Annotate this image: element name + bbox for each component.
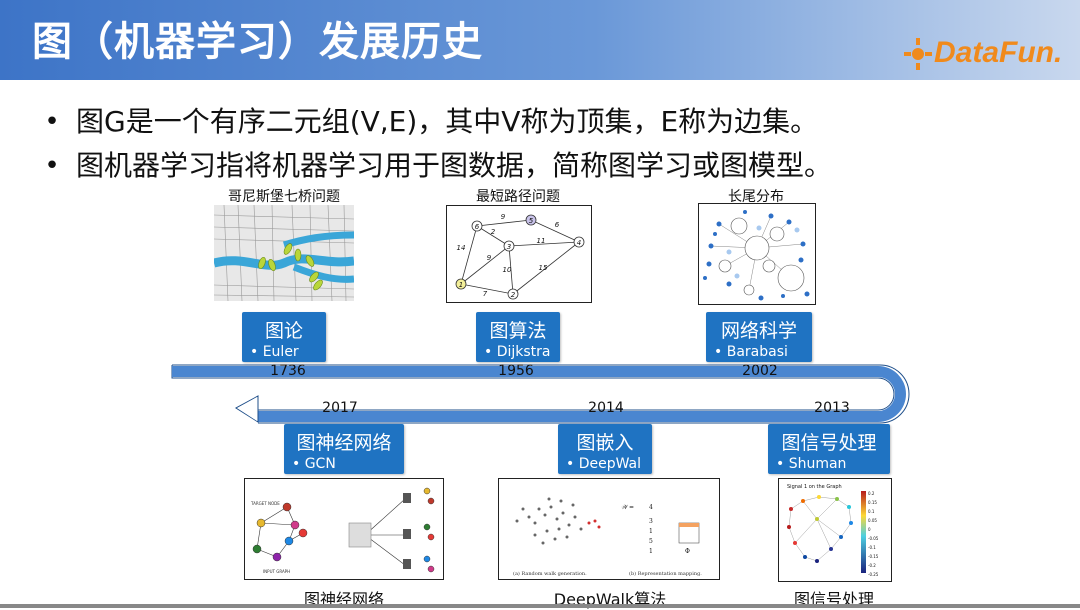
colorbar-tick: -0.2 <box>868 563 876 568</box>
svg-text:3: 3 <box>649 518 653 525</box>
graph-algorithm-card: 图算法 • Dijkstra <box>476 312 560 362</box>
bullet-mark: • <box>44 151 60 181</box>
footer-divider <box>0 604 1080 608</box>
svg-text:5: 5 <box>649 538 653 545</box>
gnn-diagram-image: TARGET NODE INPUT GRAPH <box>244 478 444 580</box>
bullet-mark: • <box>44 107 60 137</box>
colorbar-tick: -0.25 <box>868 572 879 577</box>
graph-node-label: 1 <box>459 281 463 289</box>
signal-plot-title: Signal 1 on the Graph <box>787 484 842 490</box>
colorbar-tick: 0.2 <box>868 491 875 496</box>
graph-edge-label: 9 <box>501 213 506 221</box>
long-tail-caption: 长尾分布 <box>728 189 784 205</box>
card-subtitle: • DeepWal <box>566 456 642 472</box>
graph-edge-label: 14 <box>457 244 466 252</box>
year-label: 2014 <box>588 400 624 416</box>
svg-text:4: 4 <box>649 504 653 511</box>
card-subtitle: • Barabasi <box>714 344 788 360</box>
graph-edge-label: 10 <box>503 266 512 274</box>
colorbar-tick: 0.05 <box>868 518 877 523</box>
graph-embedding-card: 图嵌入 • DeepWal <box>558 424 652 474</box>
year-label: 1736 <box>270 363 306 379</box>
network-science-card: 网络科学 • Barabasi <box>706 312 812 362</box>
bullet-text: 图G是一个有序二元组(V,E)，其中V称为顶集，E称为边集。 <box>76 105 819 138</box>
timeline-arrow <box>171 364 910 424</box>
graph-node-label: 2 <box>511 291 516 299</box>
logo-text: DataFun. <box>934 36 1063 69</box>
colorbar-tick: 0 <box>868 527 871 532</box>
deepwalk-diagram-image: 𝒲 = 4 3 1 5 1 Φ (a) Random walk generati… <box>498 478 720 580</box>
year-label: 1956 <box>498 363 534 379</box>
svg-text:1: 1 <box>649 528 653 535</box>
header-banner: 图（机器学习）发展历史 DataFun. <box>0 0 1080 80</box>
graph-node-label: 4 <box>577 239 581 247</box>
representation-mapping-caption: (b) Representation mapping. <box>629 570 702 577</box>
card-title: 网络科学 <box>720 320 797 342</box>
card-subtitle: • Euler <box>250 344 299 360</box>
datafun-logo-icon <box>904 38 932 70</box>
svg-text:1: 1 <box>649 548 653 555</box>
card-title: 图算法 <box>489 320 547 342</box>
bullet-item: • 图G是一个有序二元组(V,E)，其中V称为顶集，E称为边集。 <box>28 100 1068 144</box>
year-label: 2017 <box>322 400 358 416</box>
graph-signal-image: Signal 1 on the Graph 0.2 0.15 <box>778 478 892 582</box>
card-subtitle: • GCN <box>292 456 336 472</box>
long-tail-network-image <box>698 203 816 305</box>
colorbar-tick: 0.1 <box>868 509 875 514</box>
colorbar-tick: -0.1 <box>868 545 876 550</box>
shortest-path-caption: 最短路径问题 <box>476 189 560 205</box>
colorbar-tick: 0.15 <box>868 500 877 505</box>
card-title: 图神经网络 <box>296 432 392 454</box>
year-label: 2002 <box>742 363 778 379</box>
card-title: 图信号处理 <box>781 432 877 454</box>
random-walk-caption: (a) Random walk generation. <box>513 570 587 577</box>
gnn-card: 图神经网络 • GCN <box>284 424 404 474</box>
konigsberg-map-image <box>214 205 354 301</box>
shortest-path-graph-image: 6 5 3 4 1 2 9 2 6 14 9 11 10 15 7 <box>446 205 592 303</box>
graph-node-label: 5 <box>529 217 534 225</box>
svg-text:Φ: Φ <box>685 548 690 555</box>
konigsberg-caption: 哥尼斯堡七桥问题 <box>228 189 340 205</box>
graph-node-label: 3 <box>507 243 511 251</box>
bullet-item: • 图机器学习指将机器学习用于图数据，简称图学习或图模型。 <box>28 144 1068 188</box>
card-subtitle: • Shuman <box>776 456 847 472</box>
graph-edge-label: 15 <box>539 264 548 272</box>
bullet-list: • 图G是一个有序二元组(V,E)，其中V称为顶集，E称为边集。 • 图机器学习… <box>28 100 1068 188</box>
graph-edge-label: 7 <box>483 290 488 298</box>
graph-edge-label: 11 <box>537 237 546 245</box>
input-graph-label: INPUT GRAPH <box>263 569 290 574</box>
graph-node-label: 6 <box>475 223 480 231</box>
graph-edge-label: 6 <box>555 221 560 229</box>
card-title: 图嵌入 <box>576 432 634 454</box>
card-title: 图论 <box>264 320 303 342</box>
year-label: 2013 <box>814 400 850 416</box>
bullet-text: 图机器学习指将机器学习用于图数据，简称图学习或图模型。 <box>76 149 833 182</box>
svg-text:=: = <box>629 504 634 511</box>
colorbar-tick: -0.15 <box>868 554 879 559</box>
graph-theory-card: 图论 • Euler <box>242 312 326 362</box>
page-title: 图（机器学习）发展历史 <box>32 19 483 65</box>
target-node-label: TARGET NODE <box>250 501 280 506</box>
graph-edge-label: 2 <box>491 228 496 236</box>
graph-signal-card: 图信号处理 • Shuman <box>768 424 890 474</box>
svg-text:𝒲: 𝒲 <box>621 504 629 511</box>
graph-edge-label: 9 <box>487 254 492 262</box>
card-subtitle: • Dijkstra <box>484 344 551 360</box>
colorbar-tick: -0.05 <box>868 536 879 541</box>
